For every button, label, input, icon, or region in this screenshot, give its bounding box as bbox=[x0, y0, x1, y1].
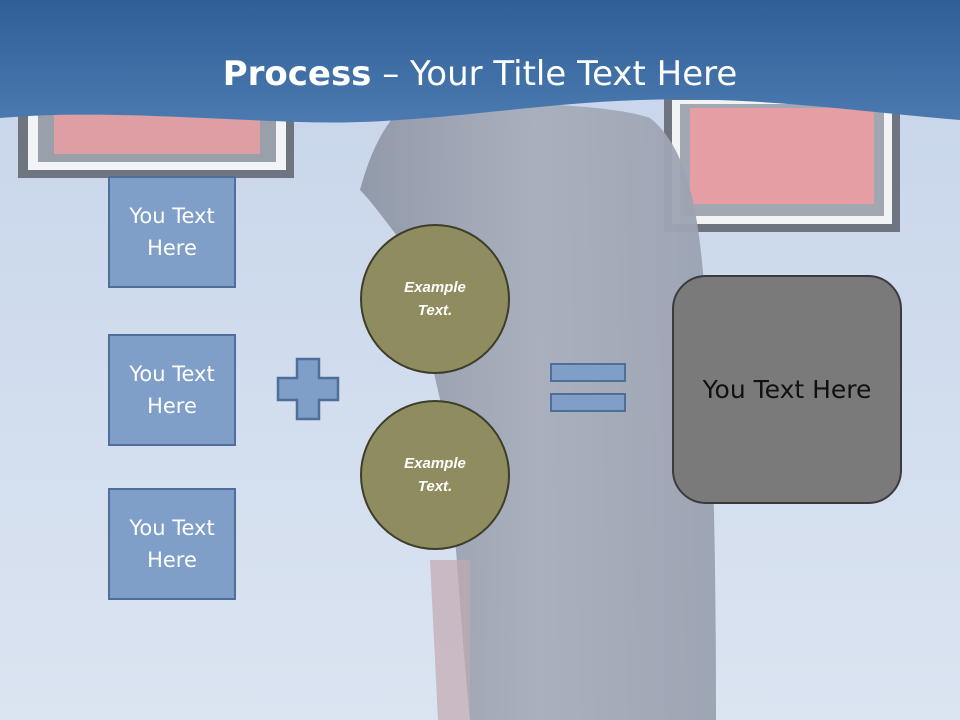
title-rest-part: – Your Title Text Here bbox=[371, 54, 738, 94]
right-frame-decoration bbox=[664, 96, 900, 232]
circle-label: Example Text. bbox=[404, 279, 466, 319]
circle-label: Example Text. bbox=[404, 455, 466, 495]
input-box-3: You Text Here bbox=[108, 488, 236, 600]
equals-bar-bottom bbox=[550, 393, 626, 412]
equals-bar-top bbox=[550, 363, 626, 382]
input-box-1: You Text Here bbox=[108, 176, 236, 288]
input-box-label: You Text Here bbox=[129, 362, 215, 418]
input-box-label: You Text Here bbox=[129, 204, 215, 260]
result-box: You Text Here bbox=[672, 275, 902, 504]
circle-item-2: Example Text. bbox=[360, 400, 510, 550]
input-box-2: You Text Here bbox=[108, 334, 236, 446]
result-label: You Text Here bbox=[702, 375, 872, 404]
plus-icon bbox=[276, 357, 340, 421]
header-banner bbox=[0, 0, 960, 123]
circle-item-1: Example Text. bbox=[360, 224, 510, 374]
title-bold-part: Process bbox=[222, 54, 372, 94]
input-box-label: You Text Here bbox=[129, 516, 215, 572]
page-title: Process – Your Title Text Here bbox=[0, 52, 960, 96]
